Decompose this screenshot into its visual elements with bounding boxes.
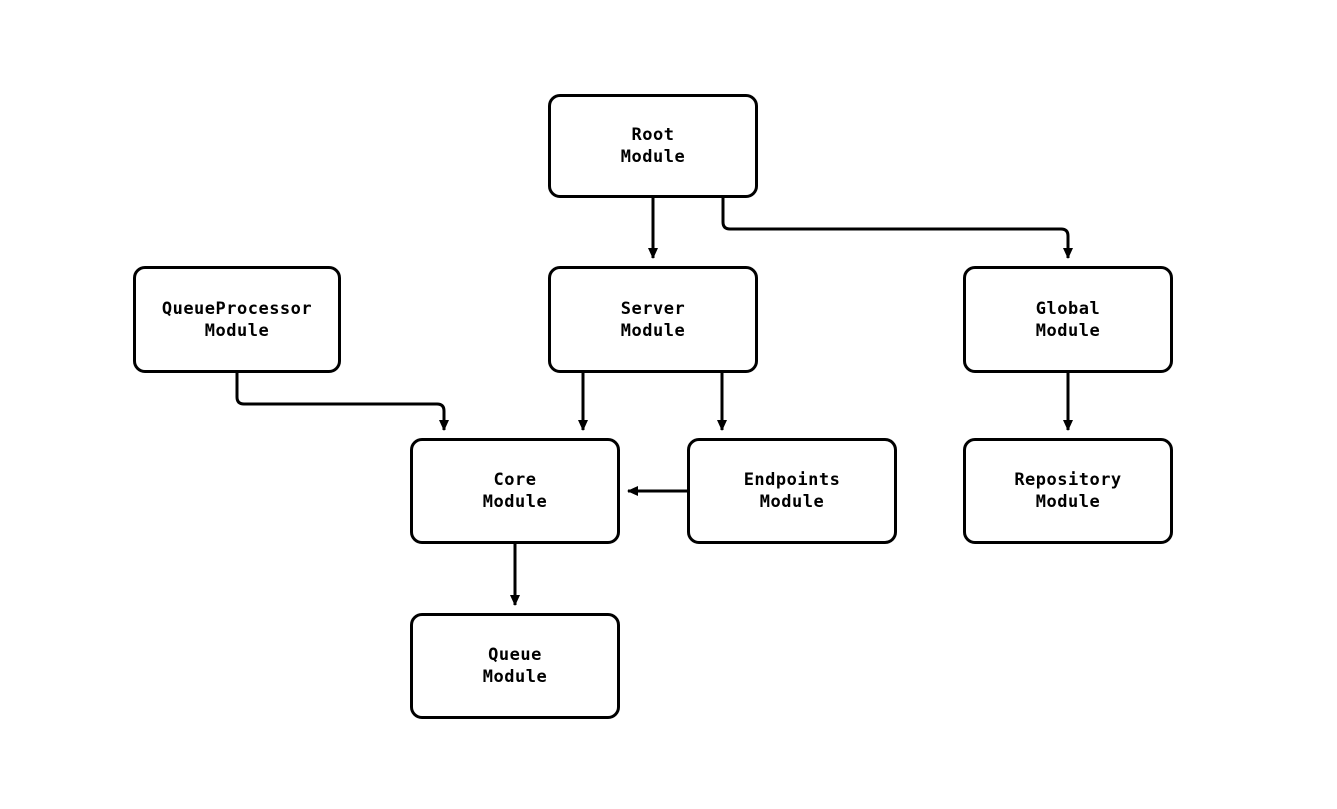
node-global-module[interactable]: Global Module xyxy=(963,266,1173,373)
node-core-module[interactable]: Core Module xyxy=(410,438,620,544)
node-label-queueprocessor-module: QueueProcessor Module xyxy=(161,298,313,341)
node-endpoints-module[interactable]: Endpoints Module xyxy=(687,438,897,544)
node-label-endpoints-module: Endpoints Module xyxy=(743,470,841,512)
node-root-module[interactable]: Root Module xyxy=(548,94,758,198)
node-label-repository-module: Repository Module xyxy=(1014,470,1122,512)
node-label-global-module: Global Module xyxy=(1035,298,1101,341)
node-server-module[interactable]: Server Module xyxy=(548,266,758,373)
node-label-core-module: Core Module xyxy=(482,470,548,512)
node-label-root-module: Root Module xyxy=(620,125,686,167)
node-queue-module[interactable]: Queue Module xyxy=(410,613,620,719)
edge-root-global xyxy=(721,198,1073,259)
edge-queueprocessor-core xyxy=(235,373,449,431)
node-queueprocessor-module[interactable]: QueueProcessor Module xyxy=(133,266,341,373)
node-repository-module[interactable]: Repository Module xyxy=(963,438,1173,544)
node-label-queue-module: Queue Module xyxy=(482,645,548,687)
node-label-server-module: Server Module xyxy=(620,298,686,341)
